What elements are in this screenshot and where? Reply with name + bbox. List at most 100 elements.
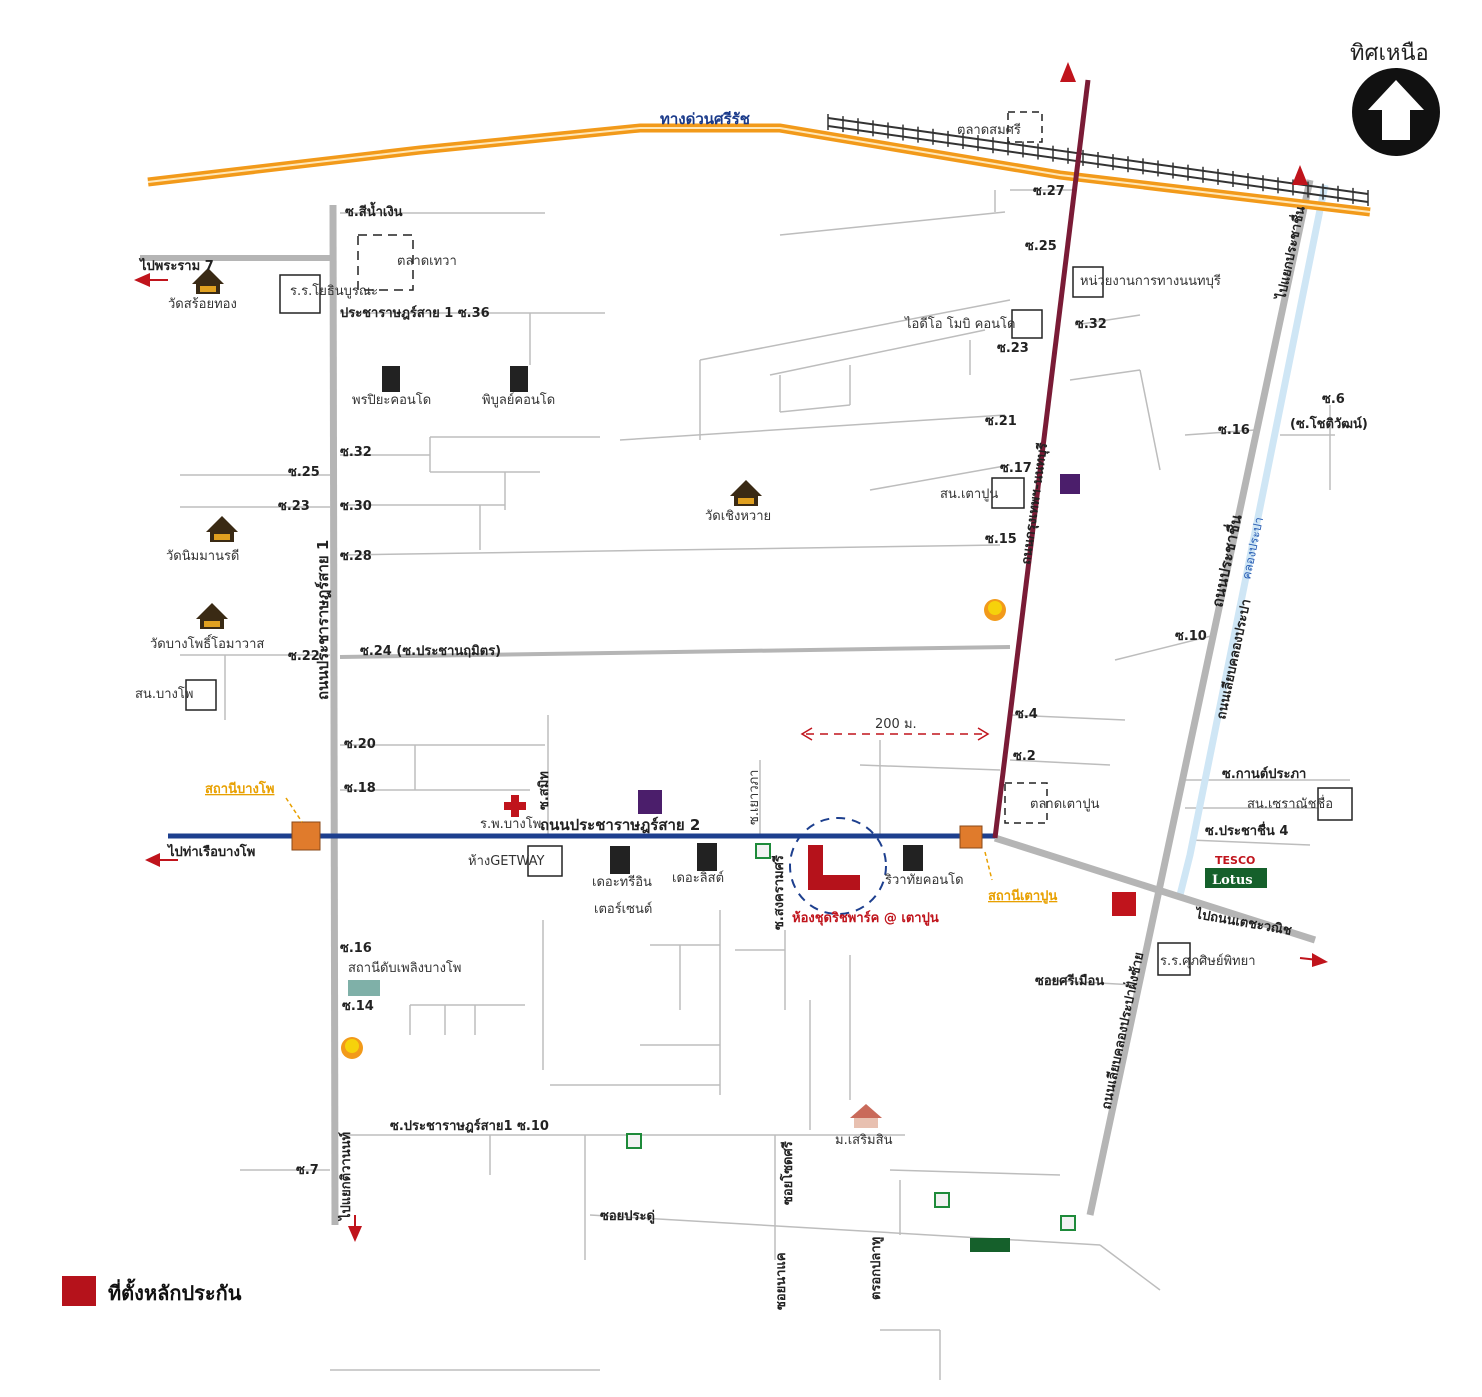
restaurant-icon [1112, 892, 1136, 916]
soi-label: ซ.เยาวภา [747, 770, 762, 826]
railway [827, 114, 1369, 206]
dashed-markers [357, 111, 1048, 824]
school-icon [850, 1104, 882, 1118]
place-label: เตอร์เซนต์ [594, 901, 652, 917]
soi-labels: ซ.สีน้ำเงิน ประชาราษฎร์สาย 1 ซ.36 ซ.32 ซ… [278, 184, 1368, 1310]
misc-icons [285, 474, 1267, 1252]
soi-label: ซ.32 [340, 445, 372, 460]
place-label: วัดบางโพธิ์โอมาวาส [150, 634, 264, 652]
place-label: ม.เสริมสิน [835, 1133, 893, 1148]
legend-swatch [62, 1276, 96, 1306]
place-labels: ตลาดสมศรี ตลาดเทวา วัดสร้อยทอง ร.ร.โยธิน… [135, 122, 1333, 1148]
station-icon [959, 825, 983, 849]
place-label: ตลาดสมศรี [957, 122, 1021, 138]
north-label: ทิศเหนือ [1350, 41, 1429, 66]
soi-label: ซ.20 [344, 737, 376, 752]
tesco-lotus-icon [970, 1238, 1010, 1252]
tesco-top-label: TESCO [1215, 854, 1255, 867]
soi-label: ซ.18 [344, 781, 376, 796]
place-label: สน.บางโพ [135, 686, 193, 702]
soi-label: ซ.4 [1015, 707, 1038, 722]
place-label: หน่วยงานการทางนนทบุรี [1080, 273, 1221, 289]
soi-label: ซ.สงครามศรี [771, 855, 787, 930]
site-marker-icon [808, 845, 860, 890]
building-icon [610, 846, 630, 874]
place-label: ห้างGETWAY [468, 854, 544, 869]
soi-label: ซอยประดู่ [600, 1209, 655, 1224]
soi-label: ซ.ประชาชื่น 4 [1205, 821, 1288, 839]
soi-label: ตรอกปลาทู [869, 1237, 884, 1300]
place-label: ตลาดเทวา [397, 254, 457, 269]
building-icon [697, 843, 717, 871]
fire-station-icon [348, 980, 380, 996]
legend: ที่ตั้งหลักประกัน [62, 1276, 242, 1306]
direction-pier: ไปท่าเรือบางโพ [166, 843, 255, 860]
building-icon [382, 366, 400, 392]
station-icon [291, 821, 321, 851]
soi-label: ซ.30 [340, 499, 372, 514]
tesco-label: Lotus [1212, 873, 1253, 888]
expressway: ทางด่วนศรีรัช [147, 110, 1371, 217]
soi-label: ซ.6 [1322, 392, 1345, 407]
temple-icon [192, 268, 224, 294]
soi-label: ซ.สีน้ำเงิน [345, 201, 403, 220]
north-arrow-icon [1368, 80, 1424, 140]
square-markers [185, 266, 1353, 976]
building-icon [510, 366, 528, 392]
site-label: ห้องชุดริชพาร์ค @ เตาปูน [792, 910, 939, 926]
soi-label: ซ.16 [1218, 423, 1250, 438]
place-label: สถานีดับเพลิงบางโพ [348, 960, 461, 976]
station-label: สถานีเตาปูน [988, 888, 1057, 904]
place-label: เดอะทรีอิน [592, 874, 652, 890]
direction-arrows: 200 ม. [134, 62, 1328, 1242]
soi-label: ซ.สมิท [537, 771, 552, 810]
soi-label: ซ.17 [1000, 461, 1032, 476]
soi-label: ซอยโซดศรี [779, 1141, 796, 1205]
west-road-label: ถนนประชาราษฎร์สาย 1 [314, 540, 332, 700]
road-labels: ถนนประชาราษฎร์สาย 2 ถนนประชาราษฎร์สาย 1 … [138, 204, 1309, 1222]
soi-label: (ซ.โชติวัฒน์) [1290, 415, 1368, 432]
main-road-label: ถนนประชาราษฎร์สาย 2 [540, 816, 700, 834]
minor-roads [180, 189, 1350, 1380]
soi-label: ซ.15 [985, 532, 1017, 547]
place-label: ร.ร.โยธินบูรณะ [290, 283, 378, 299]
direction-nonthaburi: ไปถนนเตชะวณิช [1192, 905, 1293, 939]
soi-label: ซ.22 [288, 649, 320, 664]
soi-label: ซ.ประชาราษฎร์สาย1 ซ.10 [390, 1118, 549, 1134]
building-icon [903, 845, 923, 871]
soi-label: ซ.23 [278, 499, 310, 514]
place-label: สน.เตาปูน [940, 487, 998, 502]
legend-label: ที่ตั้งหลักประกัน [108, 1278, 242, 1305]
bank-icon [1060, 474, 1080, 494]
temple-icon [206, 516, 238, 542]
soi-label: ซ.25 [288, 465, 320, 480]
soi-label: ซ.21 [985, 414, 1017, 429]
place-label: พรปิยะคอนโด [352, 392, 431, 408]
soi-label: ซอยนาแค [774, 1252, 789, 1310]
soi-label: ซ.10 [1175, 629, 1207, 644]
direction-pracharat7: ไปพระราม 7 [138, 257, 214, 274]
soi-label: ซ.24 (ซ.ประชานฤมิตร) [360, 644, 501, 659]
scale-label: 200 ม. [875, 717, 917, 732]
expressway-label: ทางด่วนศรีรัช [660, 110, 750, 128]
gray-roads [140, 179, 1329, 1226]
temple-icon [730, 480, 762, 506]
north-arrow: ทิศเหนือ [1350, 41, 1440, 156]
condo-icons [382, 366, 923, 874]
soi-label: ซ.25 [1025, 239, 1057, 254]
soi-label: ซ.27 [1033, 184, 1065, 199]
place-label: ร.ร.ศุภศิษย์พิทยา [1160, 953, 1256, 969]
temple-icons [192, 268, 762, 629]
direction-tiwanon: ไปแยกติวานนท์ [337, 1132, 354, 1222]
place-label: ร.พ.บางโพ [480, 816, 541, 832]
station-label: สถานีบางโพ [205, 780, 274, 797]
soi-label: ประชาราษฎร์สาย 1 ซ.36 [340, 305, 490, 321]
soi-label: ซอยศรีเมือน [1035, 973, 1104, 989]
place-label: เดอะลิสต์ [672, 870, 724, 886]
place-label: สน.เซราณัชชื่อ [1247, 795, 1333, 812]
place-label: ไอดีโอ โมบิ คอนโด [904, 316, 1015, 332]
bank-icon [638, 790, 662, 814]
soi-label: ซ.23 [997, 341, 1029, 356]
